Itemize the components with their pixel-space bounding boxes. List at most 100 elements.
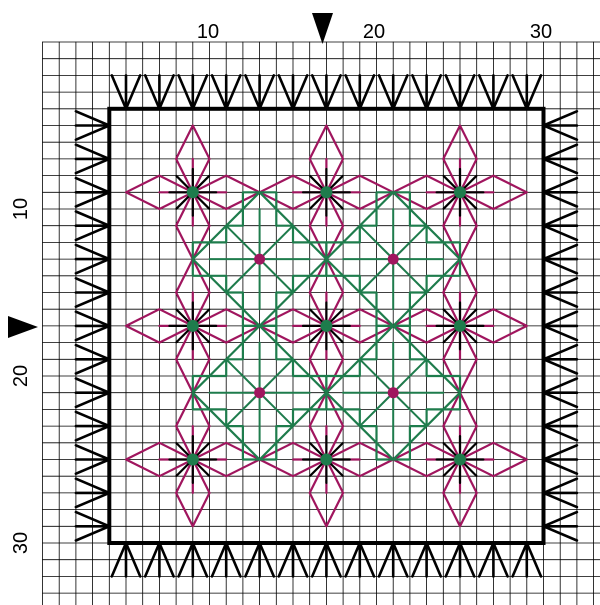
border-arrow-bottom (110, 541, 128, 578)
green-ray (258, 391, 294, 428)
border-arrow-top (110, 74, 128, 111)
border-arrow-left (74, 377, 111, 395)
border-arrow-left (74, 176, 111, 194)
purple-diamond-petal (308, 124, 345, 194)
border-arrow-left (74, 343, 111, 361)
border-arrow-bottom (525, 541, 543, 578)
border-arrow-top (191, 74, 209, 111)
purple-diamond-petal (458, 308, 528, 344)
border-arrow-left (74, 277, 111, 294)
purple-diamond-petal (458, 441, 528, 478)
border-arrow-right (542, 257, 579, 275)
purple-diamond-petal (308, 458, 345, 528)
border-arrow-top (411, 74, 428, 111)
border-arrow-bottom (325, 541, 342, 578)
border-arrow-right (542, 143, 579, 161)
border-arrow-right (542, 277, 579, 294)
purple-diamond-petal (175, 458, 211, 528)
green-eyelet-dot (320, 319, 333, 332)
border-arrow-top (277, 74, 295, 111)
border-arrow-right (542, 157, 579, 175)
border-arrow-left (74, 143, 111, 161)
border-arrow-bottom (244, 541, 261, 578)
border-arrow-top (458, 74, 476, 111)
border-arrow-top (492, 74, 509, 111)
border-arrow-right (542, 124, 579, 141)
border-arrow-right (542, 477, 579, 495)
border-arrow-right (542, 458, 579, 475)
border-arrow-right (542, 524, 579, 542)
border-arrow-left (74, 157, 111, 175)
border-arrow-right (542, 110, 579, 127)
border-arrow-left (74, 224, 111, 242)
border-arrow-left (74, 491, 111, 509)
border-arrow-top (477, 74, 495, 111)
border-arrow-bottom (391, 541, 409, 578)
green-eyelet-dot (320, 186, 333, 199)
green-eyelet-dot (454, 186, 466, 199)
left-label-20: 20 (10, 365, 32, 387)
border-arrow-bottom (310, 541, 328, 578)
purple-diamond-petal (124, 308, 194, 344)
column-center-marker (312, 13, 333, 44)
border-arrow-bottom (291, 541, 309, 578)
border-arrow-bottom (444, 541, 462, 578)
border-arrow-right (542, 291, 579, 308)
border-arrow-bottom (277, 541, 295, 578)
border-arrow-left (74, 391, 111, 409)
border-arrow-right (542, 191, 579, 208)
green-ray (225, 358, 261, 394)
border-arrow-top (210, 74, 228, 111)
border-arrow-bottom (124, 541, 142, 578)
border-arrow-right (542, 510, 579, 528)
border-arrow-top (391, 74, 409, 111)
purple-eyelet-dot (387, 387, 399, 399)
green-ray (392, 224, 428, 261)
border-arrow-bottom (377, 541, 395, 578)
border-arrow-top (444, 74, 462, 111)
border-arrow-left (74, 410, 111, 428)
border-arrow-left (74, 444, 111, 461)
purple-eyelet-dot (254, 253, 266, 265)
border-arrow-top (325, 74, 342, 111)
border-arrow-right (542, 243, 579, 261)
green-ray (392, 258, 428, 294)
purple-diamond-petal (124, 174, 194, 211)
green-eyelet-dot (186, 453, 199, 466)
green-ray (225, 224, 261, 261)
border-arrow-top (124, 74, 142, 111)
green-ray (258, 224, 294, 261)
border-arrow-right (542, 377, 579, 395)
purple-diamond-petal (442, 458, 478, 528)
border-arrow-bottom (511, 541, 529, 578)
border-arrow-top (511, 74, 529, 111)
purple-diamond-petal (442, 124, 478, 194)
border-arrow-bottom (191, 541, 209, 578)
green-ray (392, 358, 428, 394)
border-arrow-top (525, 74, 543, 111)
green-flower-diamond (191, 324, 328, 461)
border-arrow-bottom (358, 541, 376, 578)
green-ray (225, 391, 261, 428)
green-ray (358, 258, 395, 294)
green-ray (358, 391, 395, 428)
border-arrow-left (74, 324, 111, 342)
border-arrow-top (143, 74, 161, 111)
border-arrow-bottom (477, 541, 495, 578)
border-arrow-top (244, 74, 261, 111)
border-arrow-right (542, 343, 579, 361)
green-ray (392, 391, 428, 428)
purple-eyelet-dot (387, 253, 399, 265)
border-arrow-left (74, 510, 111, 528)
border-arrow-left (74, 458, 111, 475)
purple-diamond-petal (124, 441, 194, 478)
green-flower-outline (325, 324, 462, 461)
green-ray (225, 258, 261, 294)
green-eyelet-dot (186, 186, 199, 199)
border-arrow-left (74, 310, 111, 328)
border-arrow-right (542, 424, 579, 442)
border-arrow-top (377, 74, 395, 111)
border-arrow-top (310, 74, 328, 111)
green-ray (358, 224, 395, 261)
border-arrow-bottom (210, 541, 228, 578)
